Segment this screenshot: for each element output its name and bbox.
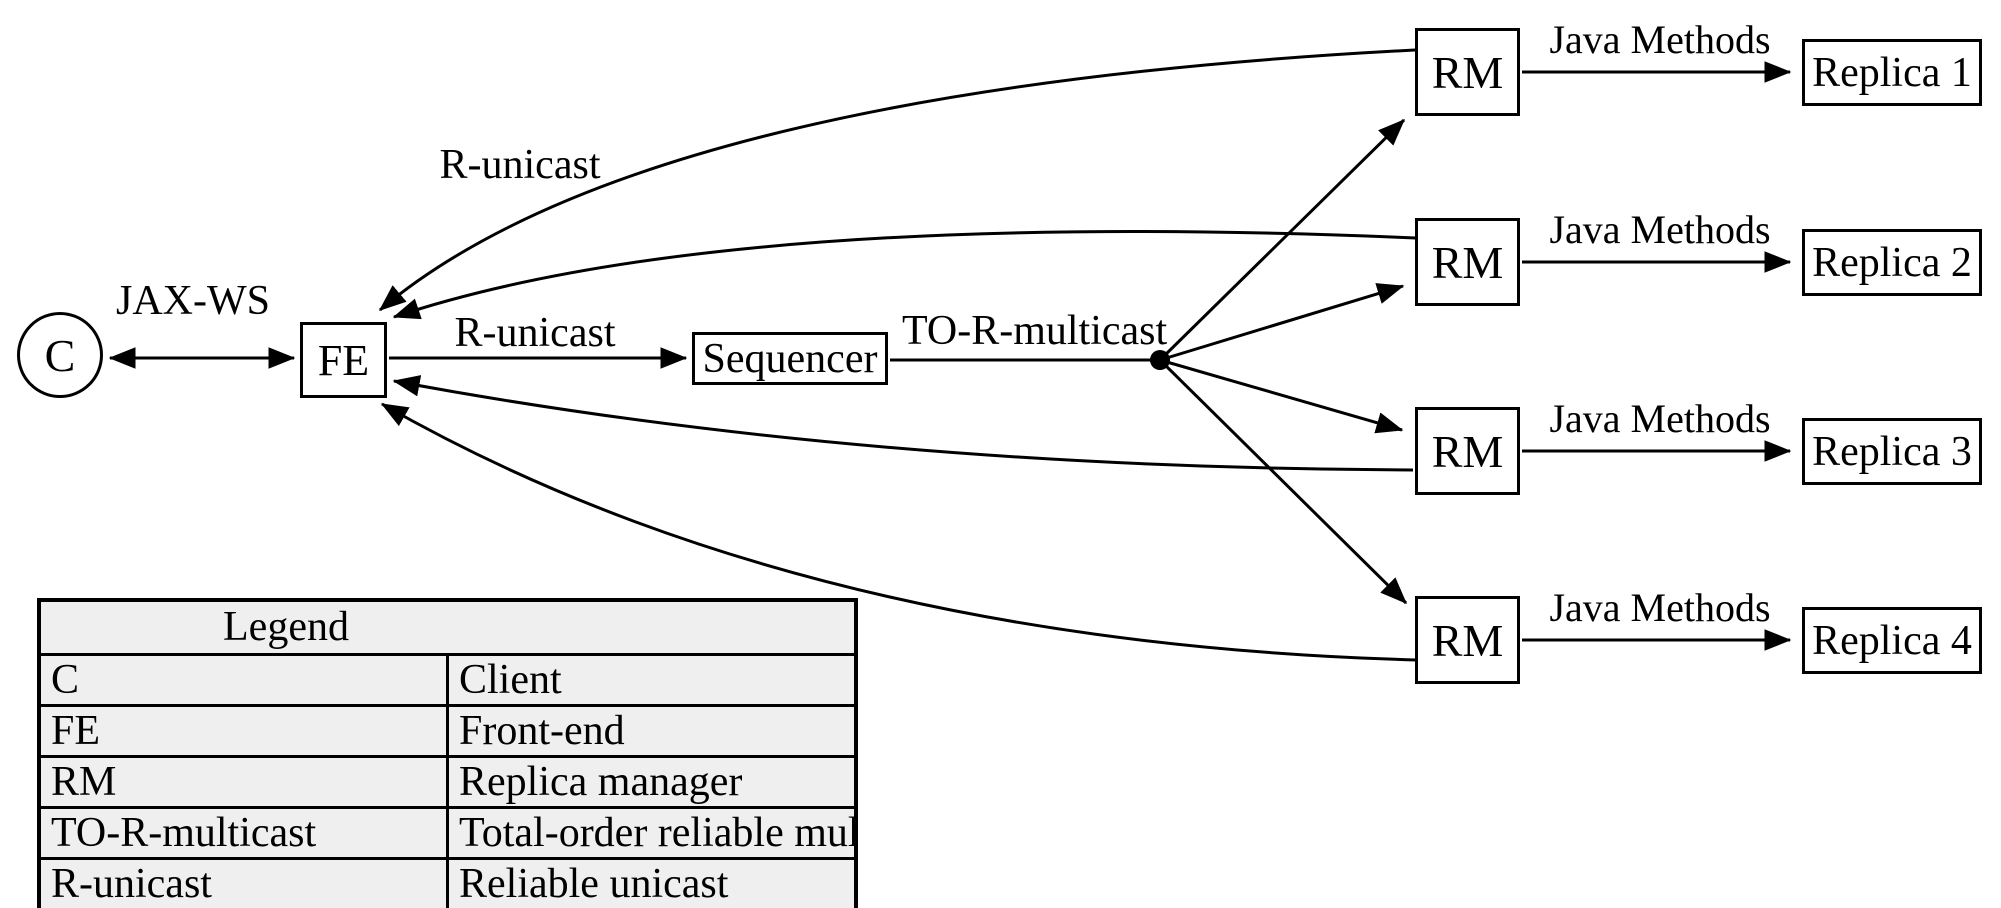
legend-definition: Reliable unicast	[446, 856, 858, 908]
node-rm2-label: RM	[1431, 236, 1504, 288]
legend-row-r-unicast: R-unicast Reliable unicast	[37, 856, 858, 908]
edge-rm3-fe-return	[392, 375, 1414, 472]
node-replica-2: Replica 2	[1802, 229, 1982, 296]
node-rm3-label: RM	[1431, 425, 1504, 477]
edge-label-java-methods-1: Java Methods	[1549, 17, 1771, 62]
edge-dot-rm3	[1159, 358, 1404, 434]
edge-label-jax-ws: JAX-WS	[116, 278, 270, 324]
legend-row-rm: RM Replica manager	[37, 754, 858, 809]
node-rm4-label: RM	[1431, 614, 1504, 666]
legend-definition: Replica manager	[446, 754, 858, 809]
edge-dot-rm1	[1158, 118, 1406, 362]
legend-row-frontend: FE Front-end	[37, 703, 858, 758]
legend-term: R-unicast	[37, 856, 449, 908]
legend-term: C	[37, 652, 449, 707]
node-sequencer-label: Sequencer	[702, 335, 878, 382]
node-replica-3: Replica 3	[1802, 418, 1982, 485]
legend-table: Legend C Client FE Front-end RM Replica …	[37, 598, 858, 908]
node-replica-1: Replica 1	[1802, 39, 1982, 106]
edge-label-r-unicast-mid: R-unicast	[454, 310, 616, 356]
legend-definition: Client	[446, 652, 858, 707]
legend-term: FE	[37, 703, 449, 758]
node-replica-3-label: Replica 3	[1812, 428, 1972, 475]
edge-label-java-methods-3: Java Methods	[1549, 396, 1771, 441]
node-client-label: C	[44, 329, 76, 381]
node-sequencer: Sequencer	[692, 332, 888, 385]
legend-definition: Total-order reliable multicast	[446, 805, 858, 860]
edge-label-to-r-multicast: TO-R-multicast	[902, 308, 1168, 354]
legend-row-to-r-multicast: TO-R-multicast Total-order reliable mult…	[37, 805, 858, 860]
legend-header-row: Legend	[37, 598, 858, 656]
node-frontend: FE	[300, 322, 387, 398]
edge-dot-rm2	[1159, 283, 1405, 362]
edge-label-java-methods-2: Java Methods	[1549, 207, 1771, 252]
edge-dot-rm4	[1158, 358, 1408, 605]
legend-term: RM	[37, 754, 449, 809]
node-replica-1-label: Replica 1	[1812, 49, 1972, 96]
legend-title: Legend	[223, 604, 349, 651]
node-frontend-label: FE	[317, 335, 370, 385]
edge-rm4-fe-return	[380, 402, 1418, 662]
node-rm1-label: RM	[1431, 46, 1504, 98]
legend-title-cell: Legend	[37, 598, 858, 656]
edge-rm1-fe-return	[378, 48, 1416, 312]
node-rm4: RM	[1415, 596, 1520, 684]
node-replica-4-label: Replica 4	[1812, 617, 1972, 664]
legend-term: TO-R-multicast	[37, 805, 449, 860]
edge-label-java-methods-4: Java Methods	[1549, 585, 1771, 630]
node-replica-4: Replica 4	[1802, 607, 1982, 674]
node-client: C	[17, 312, 103, 398]
node-rm3: RM	[1415, 407, 1520, 495]
legend-row-client: C Client	[37, 652, 858, 707]
node-replica-2-label: Replica 2	[1812, 239, 1972, 286]
legend-definition: Front-end	[446, 703, 858, 758]
node-rm1: RM	[1415, 28, 1520, 116]
edge-rm2-fe-return	[392, 230, 1417, 320]
node-rm2: RM	[1415, 218, 1520, 306]
edge-label-r-unicast-top: R-unicast	[439, 142, 601, 188]
